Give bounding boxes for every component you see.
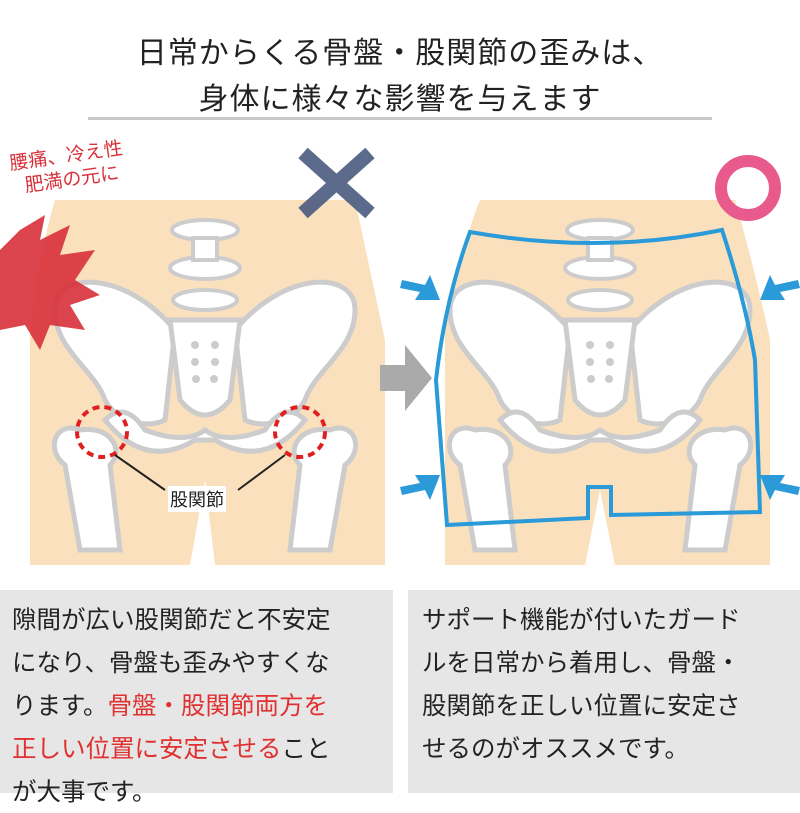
arrow-right-icon [380, 345, 432, 411]
pain-burst-icon [0, 215, 100, 350]
title-line-1: 日常からくる骨盤・股関節の歪みは、 [136, 36, 664, 71]
hip-joint-label: 股関節 [168, 486, 226, 512]
cross-icon [298, 147, 375, 219]
divider [88, 117, 712, 120]
compression-arrows-icon [400, 275, 800, 500]
girdle-outline [433, 227, 763, 528]
circle-ok-icon [715, 155, 781, 221]
problem-explanation: 隙間が広い股関節だと不安定 になり、骨盤も歪みやすくな ります。骨盤・股関節両方… [0, 590, 393, 806]
hip-joint-highlight-left [75, 405, 129, 459]
title-line-2: 身体に様々な影響を与えます [198, 82, 602, 117]
hip-joint-highlight-right [273, 405, 327, 459]
pelvis-illustration [0, 147, 800, 565]
solution-explanation: サポート機能が付いたガード ルを日常から着用し、骨盤・ 股関節を正しい位置に安定… [408, 590, 800, 793]
